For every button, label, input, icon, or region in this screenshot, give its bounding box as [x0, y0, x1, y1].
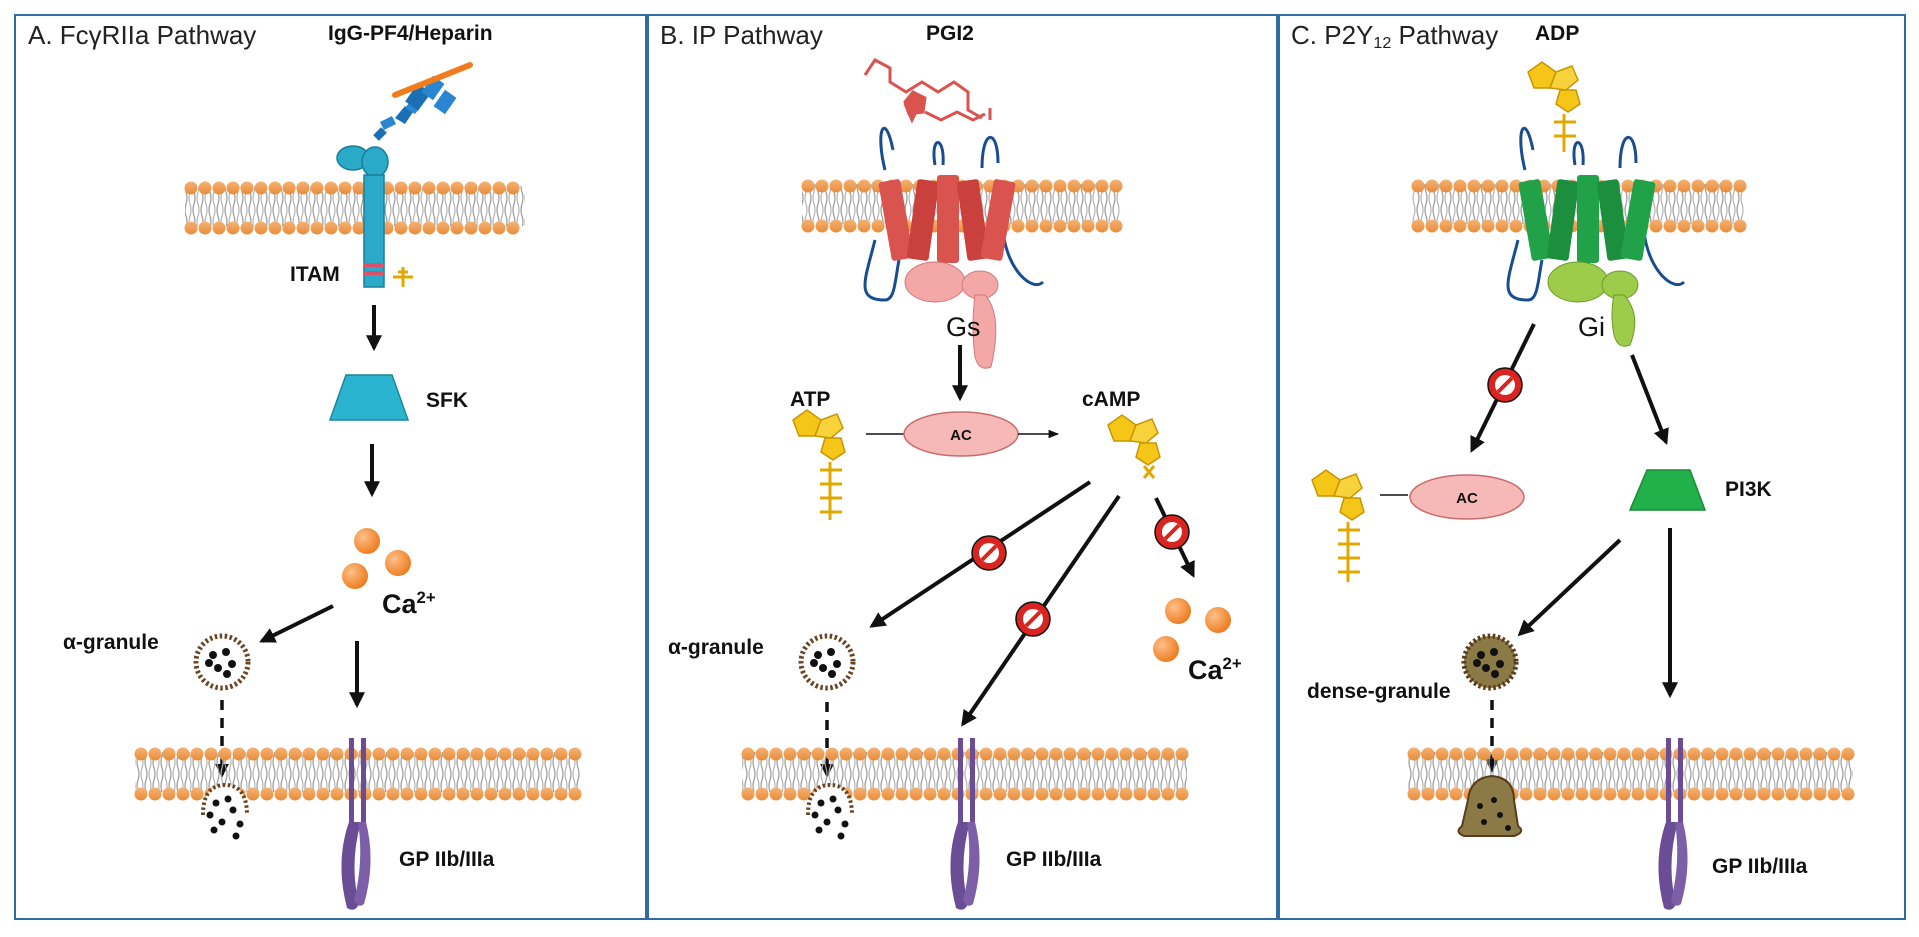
membrane-top-a — [184, 181, 525, 235]
pgi2-molecule — [863, 58, 992, 124]
arrow-pi3k-to-granule-c — [1517, 538, 1622, 637]
integrin-label-c: GP IIb/IIIa — [1712, 855, 1808, 878]
alpha-granule-label-a: α-granule — [63, 631, 159, 654]
panel-c: Gi AC — [1311, 61, 1855, 910]
sfk-kinase-shape — [328, 374, 410, 421]
p2y12-receptor — [1518, 175, 1656, 263]
dense-granule-label: dense-granule — [1307, 680, 1451, 703]
panel-b: Gs AC — [741, 58, 1231, 910]
ligand-label-c: ADP — [1535, 22, 1580, 45]
ip-receptor — [878, 175, 1016, 263]
ac-enzyme-c: AC — [1409, 474, 1525, 520]
granule-exocytosis-b — [806, 782, 854, 840]
adp-molecule — [1527, 61, 1581, 152]
panel-c-title: C. P2Y12 Pathway — [1291, 20, 1499, 53]
membrane-bottom-b — [741, 747, 1189, 801]
alpha-granule-a — [193, 633, 251, 691]
granule-exocytosis-c — [1457, 774, 1523, 837]
atp-molecule-c — [1311, 469, 1365, 582]
arrow-gi-to-pi3k — [1630, 354, 1669, 445]
fc-gamma-receptor — [336, 145, 413, 288]
panel-b-border — [647, 14, 1278, 920]
igg-pf4-complex — [373, 62, 473, 141]
calcium-label-a: Ca2+ — [382, 588, 436, 619]
calcium-ions-a — [342, 528, 411, 589]
panel-a — [134, 62, 582, 910]
arrow-ca-to-granule-a — [259, 604, 334, 643]
alpha-granule-b — [798, 633, 856, 691]
gs-label: Gs — [946, 312, 981, 342]
inhibit-icon — [971, 535, 1007, 571]
integrin-a — [341, 738, 371, 910]
panel-a-title: A. FcγRIIa Pathway — [28, 20, 257, 50]
dense-granule — [1461, 633, 1519, 691]
atp-label: ATP — [790, 388, 831, 411]
calcium-label-b: Ca2+ — [1188, 654, 1242, 685]
integrin-b — [950, 738, 980, 910]
pi3k-label: PI3K — [1725, 478, 1772, 501]
p2y12-receptor-loops — [1506, 126, 1686, 302]
calcium-ions-b — [1153, 598, 1231, 662]
gi-protein: Gi — [1547, 261, 1639, 347]
integrin-label-b: GP IIb/IIIa — [1006, 848, 1102, 871]
panel-a-border — [14, 14, 647, 920]
granule-exocytosis-a — [201, 782, 249, 840]
ligand-label-a: IgG-PF4/Heparin — [328, 22, 493, 45]
alpha-granule-label-b: α-granule — [668, 636, 764, 659]
ligand-label-b: PGI2 — [926, 22, 974, 45]
inhibit-icon — [1015, 601, 1051, 637]
sfk-label: SFK — [426, 389, 468, 412]
inhibit-icon — [1487, 367, 1523, 403]
gi-label: Gi — [1578, 312, 1605, 342]
panel-c-border — [1278, 14, 1906, 920]
panel-b-title: B. IP Pathway — [660, 20, 823, 50]
itam-label: ITAM — [290, 263, 340, 286]
ac-label-c: AC — [1456, 490, 1478, 507]
gs-protein: Gs — [904, 261, 999, 369]
ac-label-b: AC — [950, 427, 972, 444]
inhibit-icon — [1154, 514, 1190, 550]
ip-receptor-loops — [863, 126, 1045, 302]
camp-label: cAMP — [1082, 388, 1141, 411]
camp-molecule — [1107, 414, 1161, 479]
atp-molecule — [792, 409, 846, 520]
integrin-c — [1658, 738, 1688, 910]
integrin-label-a: GP IIb/IIIa — [399, 848, 495, 871]
pi3k-kinase-shape — [1628, 469, 1707, 511]
membrane-bottom-c — [1407, 747, 1855, 801]
